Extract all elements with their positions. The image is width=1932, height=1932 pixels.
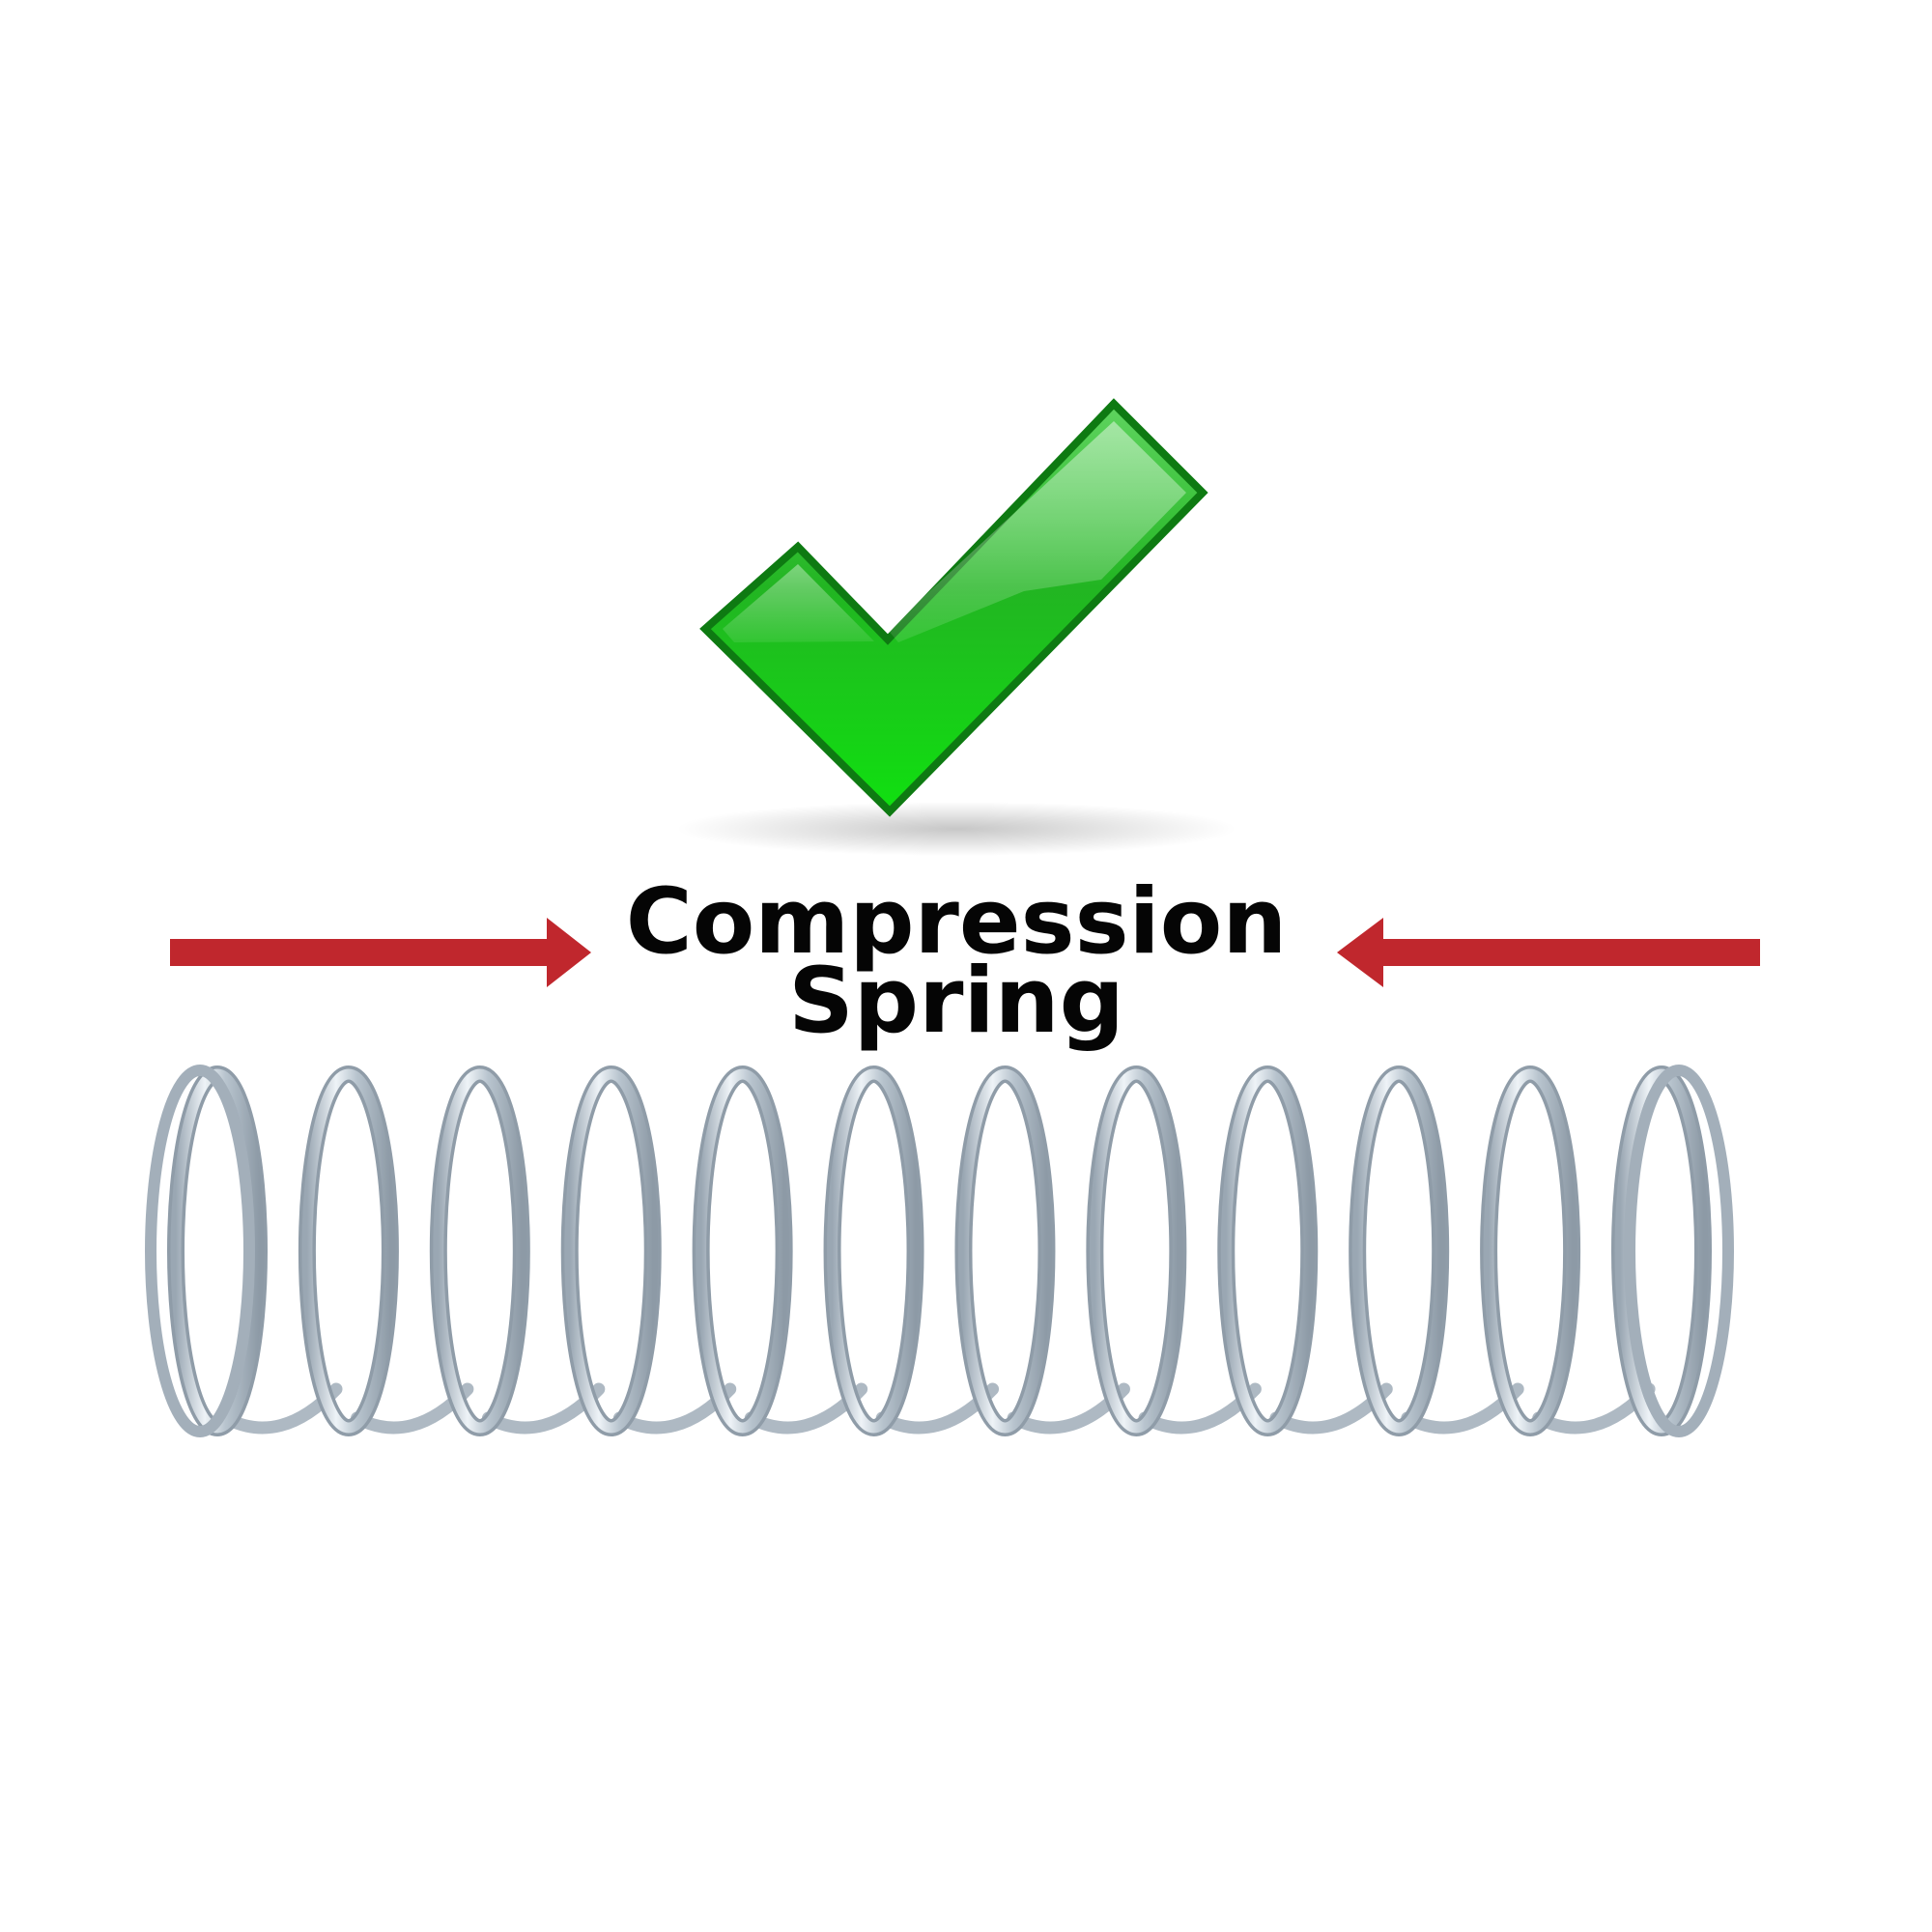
spring-coil-highlight (1351, 1068, 1446, 1434)
check-shadow (676, 802, 1236, 856)
caption-line-2: Spring (788, 949, 1124, 1054)
coil-spring-illustration (145, 1065, 1734, 1437)
spring-coil-highlight (301, 1068, 396, 1434)
spring-coil-highlight (433, 1068, 527, 1434)
spring-end-loop (145, 1065, 255, 1437)
spring-coil-highlight (564, 1068, 659, 1434)
arrow-right-icon (170, 918, 591, 987)
spring-coil-highlight (1089, 1068, 1183, 1434)
spring-coil-highlight (1220, 1068, 1315, 1434)
spring-end-loop (1624, 1065, 1734, 1437)
spring-coil-highlight (696, 1068, 790, 1434)
spring-coil-highlight (957, 1068, 1052, 1434)
spring-coil-highlight (1483, 1068, 1577, 1434)
arrow-left-icon (1337, 918, 1760, 987)
caption-line-1: Compression (626, 869, 1288, 975)
spring-coil-highlight (827, 1068, 922, 1434)
check-mark-icon (699, 398, 1208, 817)
